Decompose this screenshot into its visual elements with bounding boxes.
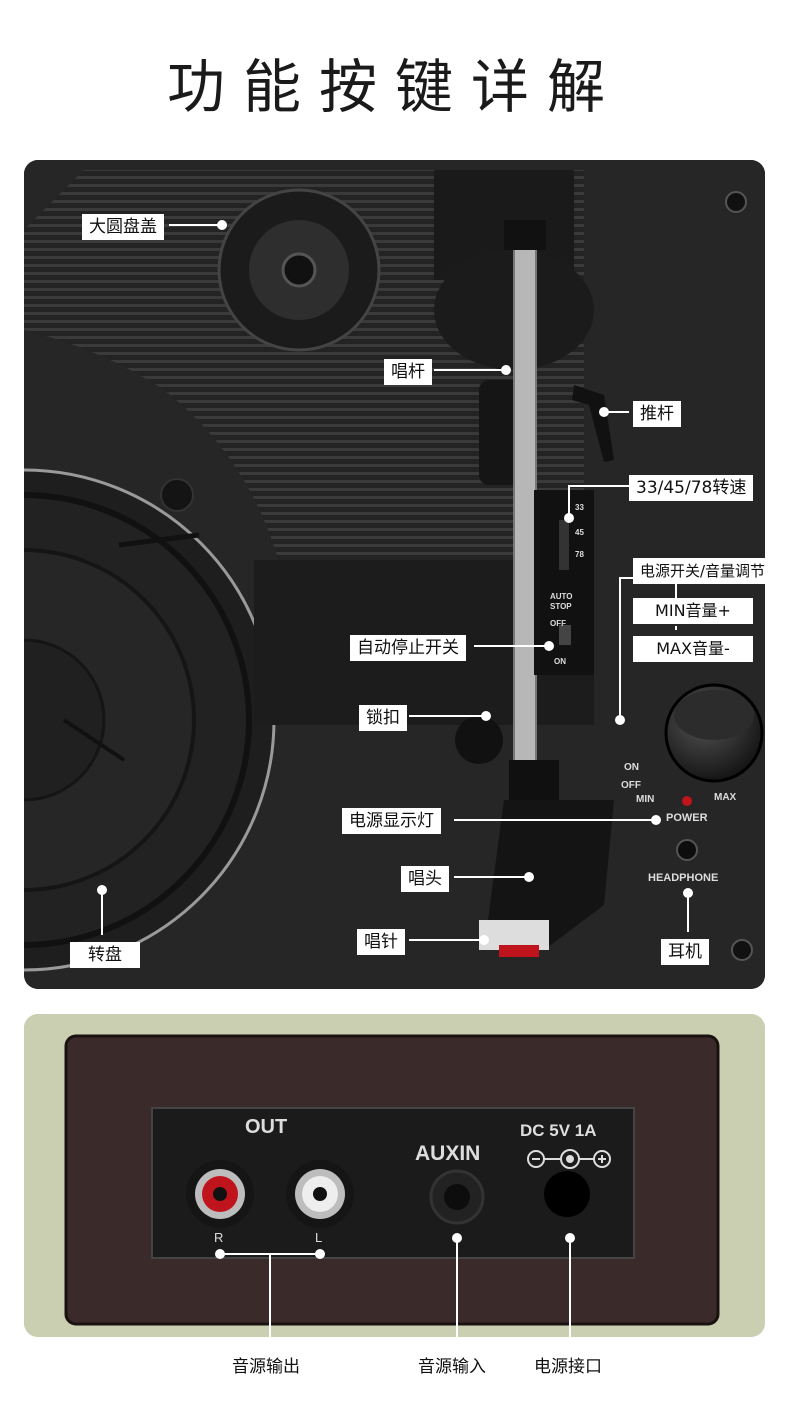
label-autostop: 自动停止开关 [350, 635, 466, 661]
label-audio-out: 音源输出 [232, 1357, 300, 1377]
turntable-photo: 33 45 78 AUTO STOP OFF ON ON OFF MIN MAX… [24, 160, 765, 989]
label-platter: 转盘 [70, 942, 140, 968]
max-text: MAX [714, 792, 737, 803]
headphone-jack [676, 839, 698, 861]
power-text: POWER [666, 812, 708, 824]
volume-knob [664, 683, 764, 783]
label-speed: 33/45/78转速 [629, 475, 754, 501]
label-power-port: 电源接口 [534, 1357, 602, 1377]
rca-right-jack [186, 1160, 254, 1228]
autostop-off-text: OFF [550, 619, 566, 628]
label-cover: 大圆盘盖 [82, 214, 164, 240]
autostop-on-text: ON [554, 657, 566, 666]
knob-on-text: ON [624, 762, 639, 773]
label-lock: 锁扣 [359, 705, 407, 731]
label-max-volume: MAX音量- [633, 636, 753, 662]
knob-off-text: OFF [621, 780, 641, 791]
label-min-volume: MIN音量+ [633, 598, 753, 624]
lever [572, 385, 614, 462]
label-audio-in: 音源输入 [418, 1357, 486, 1377]
min-text: MIN [636, 794, 655, 805]
label-lever: 推杆 [633, 401, 681, 427]
label-stylus: 唱针 [357, 929, 405, 955]
power-led [682, 796, 692, 806]
speed-78-text: 78 [575, 550, 584, 559]
headphone-text: HEADPHONE [648, 872, 719, 884]
page-title: 功能按键详解 [166, 53, 623, 121]
label-cartridge: 唱头 [401, 866, 449, 892]
auto-text: AUTO [550, 592, 573, 601]
aux-jack [429, 1169, 485, 1225]
back-panel-photo: OUT R L AUXIN DC 5V 1A [24, 1014, 765, 1337]
out-text: OUT [245, 1116, 288, 1138]
label-tonearm: 唱杆 [384, 359, 432, 385]
cover-disc [217, 188, 381, 352]
back-panel-illustration [24, 1014, 765, 1337]
rca-left-jack [286, 1160, 354, 1228]
dc-spec-text: DC 5V 1A [520, 1121, 597, 1140]
tonearm-rod [513, 234, 537, 766]
stop-text: STOP [550, 602, 572, 611]
auxin-text: AUXIN [415, 1142, 481, 1165]
speed-33-text: 33 [575, 503, 584, 512]
dc-jack [544, 1171, 590, 1217]
l-text: L [315, 1230, 323, 1245]
cartridge [479, 760, 614, 957]
label-power-light: 电源显示灯 [342, 808, 441, 834]
label-power-volume: 电源开关/音量调节 [633, 558, 765, 584]
speed-45-text: 45 [575, 528, 584, 537]
label-headphone: 耳机 [661, 939, 709, 965]
r-text: R [214, 1230, 224, 1245]
